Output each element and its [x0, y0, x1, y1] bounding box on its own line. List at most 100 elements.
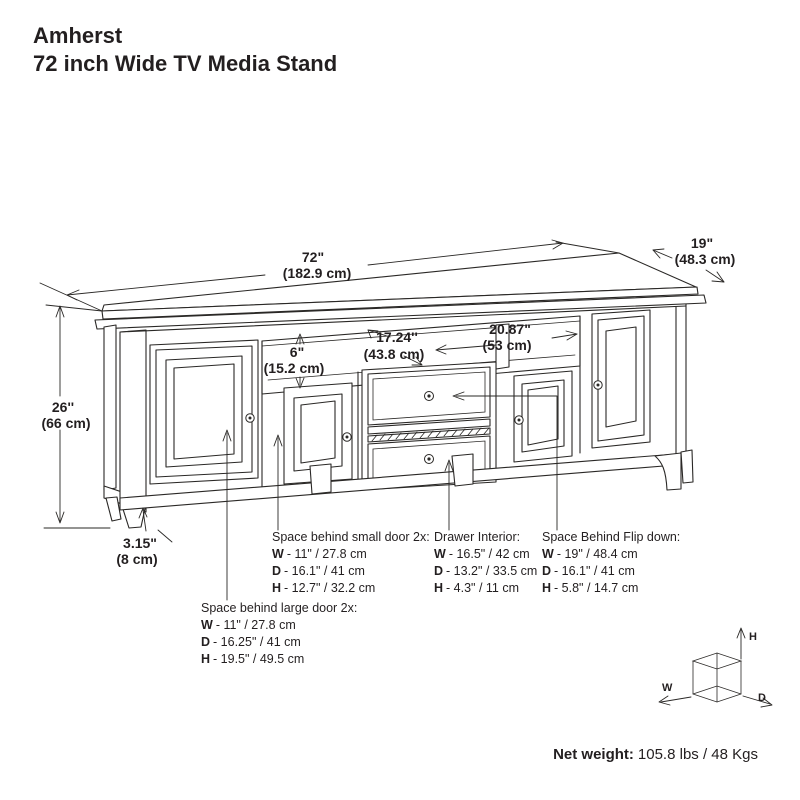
flip-down-leader	[455, 395, 558, 531]
leg-in-label: 3.15"	[123, 535, 157, 551]
left-tall-door	[149, 339, 259, 485]
spec-flip-down: Space Behind Flip down: W- 19" / 48.4 cm…	[542, 529, 680, 597]
product-name: Amherst	[33, 23, 123, 48]
arrow	[652, 248, 665, 259]
spec-row: W- 11" / 27.8 cm	[201, 618, 296, 632]
spec-title: Drawer Interior:	[434, 530, 521, 544]
spec-row: H- 19.5" / 49.5 cm	[201, 652, 305, 666]
product-description: 72 inch Wide TV Media Stand	[33, 51, 338, 76]
arrow	[565, 330, 578, 341]
arrow	[760, 697, 773, 708]
opening-dim-line	[435, 333, 578, 351]
arrow	[736, 627, 746, 639]
spec-row: W- 19" / 48.4 cm	[542, 547, 638, 561]
height-cm-label: (66 cm)	[41, 415, 90, 431]
right-opening-in-label: 20.87"	[489, 321, 531, 337]
left-opening-cm-label: (43.8 cm)	[364, 346, 425, 362]
arrow	[711, 271, 725, 283]
right-small-door	[513, 370, 573, 463]
drawer-divider-shelf	[367, 418, 491, 435]
center-foot-right	[451, 453, 474, 487]
arrow	[444, 459, 454, 472]
arrow	[55, 511, 65, 524]
face-top-edge	[119, 305, 687, 333]
spec-row: H- 4.3" / 11 cm	[434, 581, 520, 595]
witness-line	[157, 529, 173, 543]
spec-row: D- 16.1" / 41 cm	[272, 564, 365, 578]
left-back-leg	[105, 496, 122, 522]
spec-small-door: Space behind small door 2x: W- 11" / 27.…	[272, 529, 430, 597]
spec-row: W- 11" / 27.8 cm	[272, 547, 367, 561]
arrow	[138, 507, 148, 519]
arrow	[295, 377, 305, 389]
left-back-post	[103, 324, 117, 491]
left-small-door	[283, 382, 353, 485]
left-front-stile	[119, 329, 147, 507]
arrow	[222, 429, 232, 442]
h-axis-label: H	[749, 631, 757, 643]
spec-row: H- 5.8" / 14.7 cm	[542, 581, 639, 595]
shelf-inner-top	[261, 320, 581, 347]
shelf-in-label: 6"	[290, 344, 304, 360]
witness-line	[555, 241, 620, 254]
dimension-cube-icon: H W D	[658, 627, 773, 708]
shelf-center-divider	[495, 323, 510, 370]
w-axis-label: W	[662, 682, 673, 694]
top-edge	[101, 286, 699, 320]
depth-in-label: 19"	[691, 235, 713, 251]
spec-row: W- 16.5" / 42 cm	[434, 547, 530, 561]
width-in-label: 72"	[302, 249, 324, 265]
drawer-divider-edge	[367, 427, 491, 443]
witness-line	[45, 304, 103, 312]
arrow	[658, 695, 671, 706]
w-axis	[660, 696, 692, 703]
d-axis-label: D	[758, 692, 766, 704]
arrow	[295, 333, 305, 345]
spec-row: H- 12.7" / 32.2 cm	[272, 581, 376, 595]
center-foot-left	[309, 463, 332, 495]
spec-row: D- 16.1" / 41 cm	[542, 564, 635, 578]
net-weight-value: 105.8 lbs / 48 Kgs	[637, 746, 758, 763]
arrow	[411, 356, 423, 366]
tv-stand	[94, 252, 707, 529]
shelf-cm-label: (15.2 cm)	[264, 360, 325, 376]
opening-dim-line	[403, 355, 423, 366]
arrow	[55, 305, 65, 318]
d-axis	[742, 695, 771, 705]
depth-dim-line	[652, 249, 673, 259]
right-front-leg	[654, 452, 682, 491]
width-dim-line	[66, 242, 564, 296]
arrow	[452, 391, 465, 401]
right-tall-door	[591, 309, 651, 449]
top-molding	[94, 294, 707, 330]
arrow	[367, 329, 379, 339]
spec-title: Space behind large door 2x:	[201, 601, 358, 615]
width-cm-label: (182.9 cm)	[283, 265, 351, 281]
net-weight: Net weight:105.8 lbs / 48 Kgs	[553, 746, 758, 763]
dimension-annotations: 72" (182.9 cm) 19" (48.3 cm) 26'' (66 cm…	[39, 235, 736, 567]
arrow	[273, 434, 283, 447]
leader-lines	[222, 391, 558, 601]
right-back-leg	[680, 449, 694, 484]
left-opening-in-label: 17.24''	[376, 329, 418, 345]
spec-drawer-interior: Drawer Interior: W- 16.5" / 42 cm D- 13.…	[434, 529, 537, 597]
right-opening-cm-label: (53 cm)	[482, 337, 531, 353]
page-title: Amherst 72 inch Wide TV Media Stand	[33, 22, 337, 78]
arrow	[435, 344, 447, 355]
spec-row: D- 13.2" / 33.5 cm	[434, 564, 538, 578]
spec-title: Space Behind Flip down:	[542, 530, 681, 544]
depth-dim-line	[705, 269, 725, 283]
cube-vertical-edges	[692, 652, 742, 703]
hatching	[371, 427, 490, 442]
depth-cm-label: (48.3 cm)	[675, 251, 736, 267]
leg-cm-label: (8 cm)	[116, 551, 157, 567]
spec-title: Space behind small door 2x:	[272, 530, 430, 544]
opening-dim-line	[367, 329, 391, 338]
witness-line	[39, 282, 103, 312]
net-weight-label: Net weight:	[553, 746, 634, 763]
cube-bottom-edges	[692, 685, 742, 703]
leg-dim-line	[142, 509, 147, 532]
spec-large-door: Space behind large door 2x: W- 11" / 27.…	[201, 600, 357, 668]
